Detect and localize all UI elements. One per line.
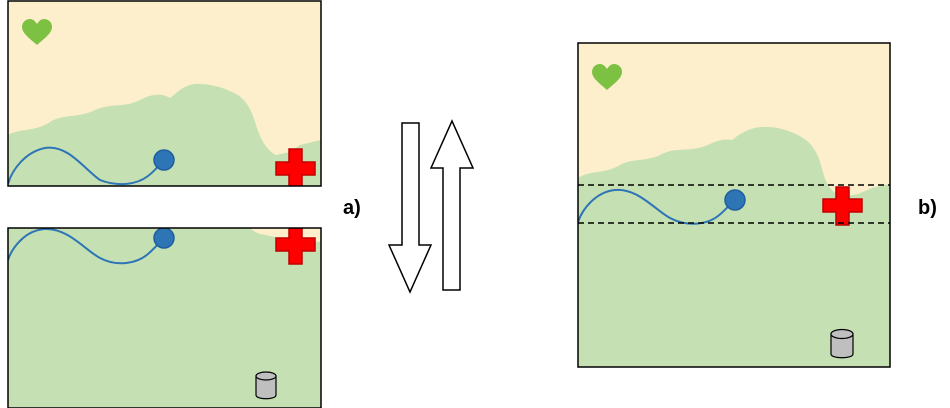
label-b: b): [918, 197, 937, 219]
frame-border: [7, 0, 322, 187]
red-cross-icon: [275, 148, 316, 186]
arrow-up-icon: [429, 119, 475, 291]
label-a: a): [343, 197, 361, 219]
panel-a-bottom-frame: [7, 227, 322, 408]
agent-trail: [8, 228, 164, 265]
agent-dot: [153, 149, 175, 171]
frame-border: [7, 227, 322, 408]
panel-b-frame: [577, 42, 891, 368]
heart-icon: [22, 19, 52, 45]
heart-icon: [592, 64, 622, 90]
arrow-down-icon: [387, 122, 433, 294]
agent-dot: [724, 189, 746, 211]
cylinder-icon: [830, 328, 854, 359]
red-cross-icon: [822, 186, 863, 226]
agent-trail: [8, 146, 164, 186]
frame-border: [577, 42, 891, 368]
cylinder-icon: [255, 371, 277, 400]
agent-dot: [153, 228, 175, 249]
red-cross-icon: [275, 228, 316, 265]
agent-trail: [578, 188, 735, 225]
land-area: [578, 126, 890, 367]
land-area: [8, 83, 321, 186]
panel-a-top-frame: [7, 0, 322, 187]
